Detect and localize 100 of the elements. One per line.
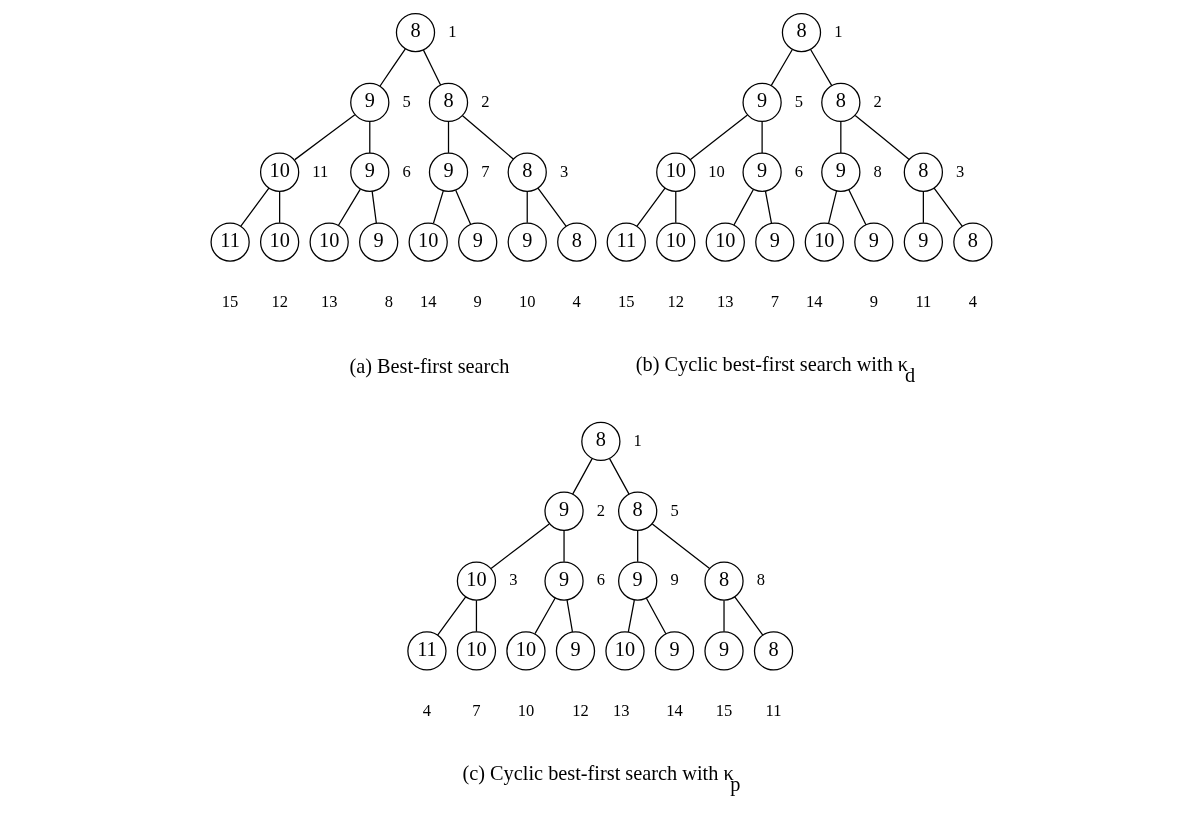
connector bbox=[848, 189, 867, 226]
node-label: 11 bbox=[915, 292, 932, 312]
node-circle: 8 bbox=[903, 152, 944, 192]
connector bbox=[526, 190, 528, 224]
connector bbox=[770, 48, 793, 87]
connector bbox=[809, 48, 833, 87]
node-label: 9 bbox=[670, 570, 679, 590]
node-label: 9 bbox=[473, 292, 482, 312]
node-label: 8 bbox=[384, 292, 393, 312]
connector bbox=[572, 458, 593, 495]
node-circle: 9 bbox=[618, 561, 658, 601]
node-circle: 9 bbox=[654, 631, 695, 671]
node-circle: 10 bbox=[456, 631, 497, 671]
node-label: 4 bbox=[422, 701, 432, 721]
node-label: 3 bbox=[559, 161, 569, 181]
node-circle: 9 bbox=[704, 631, 744, 671]
node-label: 10 bbox=[518, 292, 536, 312]
connector bbox=[840, 121, 842, 154]
node-label: 14 bbox=[419, 292, 437, 312]
node-label: 12 bbox=[667, 292, 685, 312]
node-circle: 9 bbox=[359, 222, 399, 262]
connector bbox=[922, 190, 924, 224]
node-circle: 10 bbox=[506, 631, 546, 671]
connector bbox=[764, 190, 773, 224]
node-label: 15 bbox=[221, 292, 239, 312]
node-circle: 8 bbox=[507, 152, 547, 192]
connector bbox=[854, 114, 910, 161]
node-circle: 9 bbox=[350, 152, 390, 192]
node-label: 12 bbox=[572, 701, 589, 721]
node-circle: 10 bbox=[605, 631, 645, 671]
connector bbox=[566, 599, 574, 633]
connector bbox=[651, 523, 711, 570]
node-label: 3 bbox=[956, 161, 965, 181]
node-circle: 8 bbox=[704, 561, 744, 601]
connector bbox=[455, 189, 472, 225]
node-label: 10 bbox=[708, 161, 725, 181]
node-label: 8 bbox=[756, 570, 765, 590]
connector bbox=[627, 599, 635, 633]
node-label: 15 bbox=[618, 292, 635, 312]
node-label: 15 bbox=[715, 701, 733, 721]
node-circle: 9 bbox=[742, 82, 782, 123]
node-circle: 11 bbox=[407, 631, 447, 671]
connector bbox=[733, 188, 755, 226]
node-label: 2 bbox=[873, 91, 882, 111]
connector bbox=[636, 187, 666, 227]
node-label: 2 bbox=[481, 91, 490, 111]
node-circle: 10 bbox=[804, 222, 844, 262]
node-label: 5 bbox=[670, 500, 679, 520]
connector bbox=[279, 190, 281, 224]
connector bbox=[675, 190, 677, 224]
node-circle: 9 bbox=[544, 491, 584, 531]
connector bbox=[608, 458, 630, 495]
node-circle: 10 bbox=[656, 152, 696, 192]
node-label: 5 bbox=[402, 91, 411, 111]
node-circle: 8 bbox=[821, 82, 861, 123]
node-label: 7 bbox=[472, 701, 481, 721]
connector bbox=[422, 49, 442, 86]
connector bbox=[294, 114, 356, 161]
connector bbox=[637, 529, 639, 563]
node-label: 12 bbox=[271, 292, 288, 312]
node-label: 1 bbox=[834, 21, 843, 41]
node-label: 3 bbox=[509, 570, 518, 590]
connector bbox=[379, 48, 406, 87]
node-label: 5 bbox=[794, 91, 804, 111]
node-circle: 9 bbox=[350, 82, 390, 123]
node-circle: 9 bbox=[742, 152, 782, 192]
node-circle: 8 bbox=[781, 12, 822, 53]
node-label: 8 bbox=[873, 161, 882, 181]
connector bbox=[537, 187, 567, 227]
node-circle: 8 bbox=[953, 222, 993, 262]
label: (a) Best-first search bbox=[349, 354, 510, 377]
node-label: 7 bbox=[481, 161, 490, 181]
connector bbox=[461, 115, 514, 160]
node-label: 2 bbox=[596, 500, 605, 520]
connector bbox=[828, 190, 838, 224]
node-label: 14 bbox=[805, 292, 823, 312]
node-circle: 10 bbox=[656, 222, 696, 262]
node-label: 6 bbox=[596, 570, 605, 590]
node-label: 6 bbox=[402, 161, 411, 181]
connector bbox=[689, 114, 749, 161]
node-circle: 8 bbox=[557, 222, 597, 262]
node-label: 10 bbox=[517, 701, 535, 721]
node-label: 1 bbox=[633, 430, 642, 450]
node-label: 7 bbox=[770, 292, 779, 312]
connector bbox=[490, 523, 550, 570]
connector bbox=[761, 121, 763, 154]
node-circle: 9 bbox=[903, 222, 944, 262]
connector bbox=[475, 599, 478, 633]
node-label: 6 bbox=[794, 161, 804, 181]
node-circle: 10 bbox=[309, 222, 349, 262]
connector bbox=[534, 597, 556, 635]
node-label: 11 bbox=[312, 161, 329, 181]
node-circle: 9 bbox=[428, 152, 469, 192]
node-circle: 8 bbox=[581, 421, 621, 462]
node-circle: 10 bbox=[456, 561, 497, 601]
connector bbox=[437, 596, 467, 636]
node-circle: 9 bbox=[821, 152, 861, 192]
node-label: 9 bbox=[869, 292, 878, 312]
node-circle: 10 bbox=[408, 222, 448, 262]
node-circle: 8 bbox=[395, 12, 436, 53]
